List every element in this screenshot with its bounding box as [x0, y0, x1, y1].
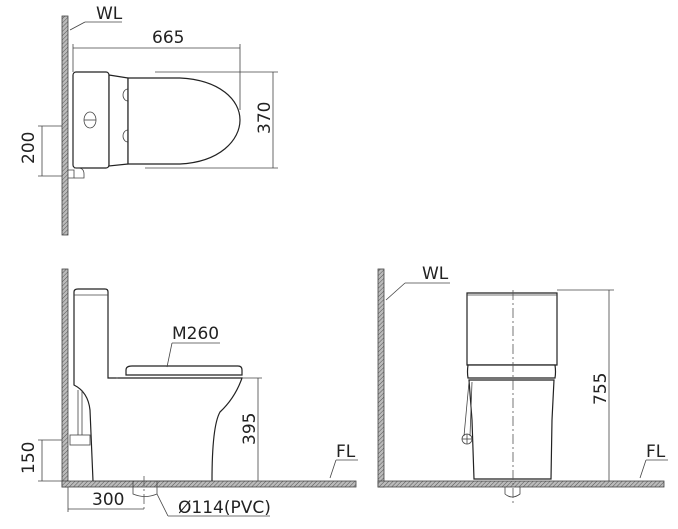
front-wl-label: WL	[422, 264, 449, 284]
side-wall-hatch	[61, 268, 69, 488]
dim-755-label: 755	[591, 373, 611, 405]
dim-300-label: 300	[92, 490, 124, 510]
dim-370-label: 370	[255, 102, 275, 134]
front-fl-label: FL	[646, 442, 666, 462]
dim-665-label: 665	[152, 28, 184, 48]
side-fl-label: FL	[336, 442, 356, 462]
front-seat	[466, 364, 557, 379]
seat-outline	[127, 77, 241, 165]
front-floor-hatch	[377, 480, 665, 488]
side-view: M260 395 150 300 Ø114(PVC) FL	[19, 268, 358, 518]
dim-150-label: 150	[19, 442, 39, 474]
wl-leader	[69, 21, 86, 31]
seat-model-label: M260	[172, 324, 219, 344]
dim-395-label: 395	[240, 413, 260, 445]
dim-200-label: 200	[19, 132, 39, 164]
front-view: WL 755 FL	[377, 264, 668, 505]
top-wl-label: WL	[96, 4, 123, 24]
wall-hatch	[61, 15, 69, 236]
drain-label: Ø114(PVC)	[178, 498, 271, 518]
side-floor-hatch	[61, 480, 357, 488]
front-wall-hatch	[377, 268, 385, 488]
top-view: WL 665 370 200	[19, 4, 278, 236]
side-seat	[125, 365, 243, 376]
